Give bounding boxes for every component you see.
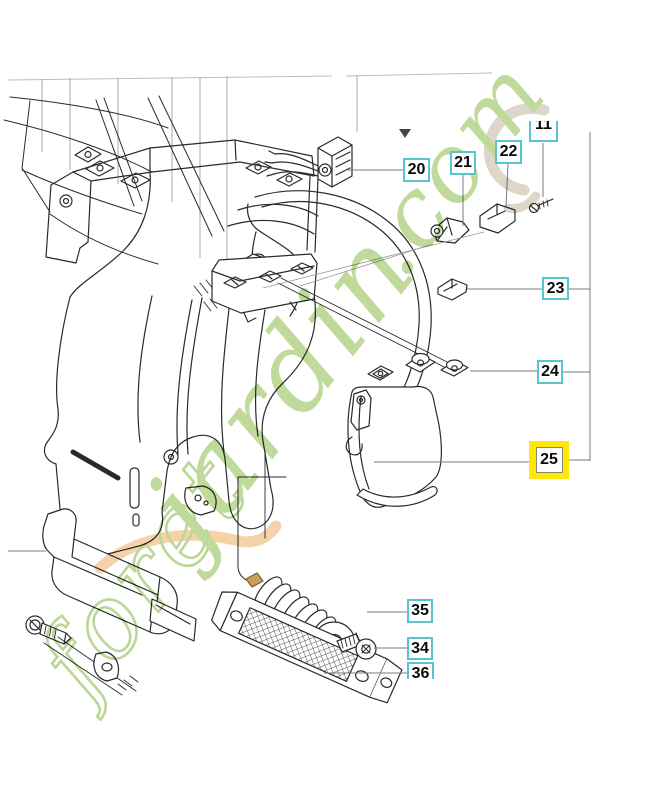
gray-backdrop-lines	[7, 72, 493, 262]
part-21-clamp	[430, 217, 470, 244]
part-label-22[interactable]: 22	[495, 140, 522, 164]
watermark-orange-stroke	[94, 520, 282, 574]
part-23-clip	[437, 278, 468, 301]
top-left-frame	[3, 95, 225, 265]
main-housing	[43, 171, 319, 559]
bottom-left-screw	[25, 615, 72, 645]
part-label-21[interactable]: 21	[450, 151, 476, 175]
upper-bracket	[45, 139, 319, 264]
plate-36	[211, 591, 403, 704]
watermark-beige-swirl	[483, 103, 550, 196]
part-label-36-clipped[interactable]: 36	[407, 662, 434, 679]
part-label-24[interactable]: 24	[537, 360, 563, 384]
part-label-25-highlight[interactable]: 25	[529, 441, 569, 479]
part-label-20[interactable]: 20	[403, 158, 430, 182]
watermark-beige-swirl-2	[503, 191, 541, 213]
square-nuts-24	[367, 352, 469, 381]
part-20-module	[264, 136, 353, 188]
screw-34	[336, 632, 377, 660]
bottom-left-cover	[42, 508, 197, 642]
part-label-34[interactable]: 34	[407, 637, 433, 660]
center-mount-bracket	[211, 253, 318, 323]
side-cover-part	[345, 385, 442, 508]
down-arrow-marker	[399, 129, 411, 138]
part-label-25[interactable]: 25	[535, 447, 563, 473]
leader-lines	[8, 132, 591, 674]
bottom-left-bracket	[43, 636, 139, 696]
part-label-36[interactable]: 36	[407, 662, 434, 679]
part-label-35[interactable]: 35	[407, 599, 433, 623]
part-label-11[interactable]: 11	[529, 121, 558, 142]
part-label-23[interactable]: 23	[542, 277, 569, 300]
part-label-11-clipped[interactable]: 11	[529, 121, 558, 143]
